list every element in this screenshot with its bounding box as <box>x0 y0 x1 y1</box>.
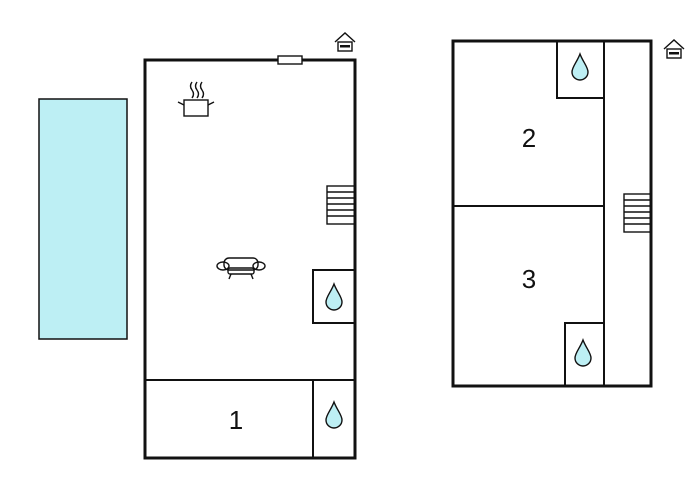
upper-floor: 2 3 <box>451 39 685 388</box>
water-drop-icon <box>325 282 343 311</box>
water-drop-icon <box>571 52 589 81</box>
ground-floor: 1 <box>143 32 357 460</box>
water-drop-icon <box>574 338 592 367</box>
room-number-1: 1 <box>229 405 243 435</box>
house-icon <box>663 39 685 59</box>
bathroom-ground <box>312 269 356 324</box>
cooking-pot-icon <box>177 81 215 117</box>
room-number-2: 2 <box>522 123 536 153</box>
bathroom-upper-1 <box>556 40 605 99</box>
stairs-icon <box>623 193 652 233</box>
window <box>277 55 303 65</box>
swimming-pool <box>38 98 128 340</box>
stairs-icon <box>326 185 356 225</box>
house-icon <box>334 32 356 52</box>
water-drop-icon <box>325 400 343 429</box>
room-number-3: 3 <box>522 264 536 294</box>
sofa-icon <box>216 257 266 280</box>
bathroom-upper-2 <box>564 322 605 387</box>
